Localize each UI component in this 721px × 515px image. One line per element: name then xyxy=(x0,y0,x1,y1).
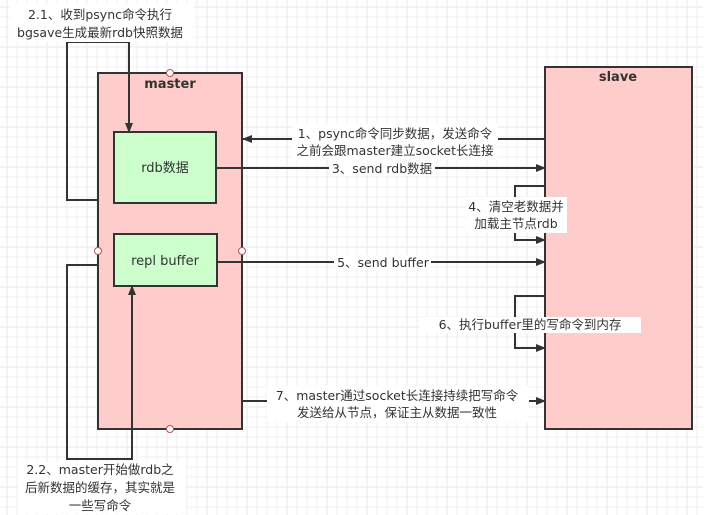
edge-2-2-label-line2: 后新数据的缓存，其实就是 xyxy=(25,480,176,495)
master-port-left xyxy=(94,247,102,255)
edge-2-1-label-line1: 2.1、收到psync命令执行 xyxy=(28,7,172,22)
edge-2-1-label-bg xyxy=(10,4,194,42)
edge-7-label-bg xyxy=(267,386,529,422)
repl-buffer-label: repl buffer xyxy=(131,254,199,269)
edge-6-label-bg xyxy=(419,317,641,333)
rdb-data-node[interactable] xyxy=(113,131,217,204)
edge-5-label-bg xyxy=(334,255,431,270)
edge-1-label-line1: 1、psync命令同步数据，发送命令 xyxy=(298,126,493,141)
slave-label: slave xyxy=(599,70,637,85)
edge-1-label-line2: 之前会跟master建立socket长连接 xyxy=(297,143,494,158)
edge-6-label: 6、执行buffer里的写命令到内存 xyxy=(439,317,622,332)
master-port-top xyxy=(166,69,174,77)
edge-4-label-line2: 加载主节点rdb xyxy=(474,216,557,231)
repl-buffer-node[interactable] xyxy=(113,233,218,287)
edge-7-label-line2: 发送给从节点，保证主从数据一致性 xyxy=(297,405,497,420)
rdb-data-label: rdb数据 xyxy=(141,161,189,176)
edge-2-2-loop[interactable] xyxy=(66,264,136,460)
edge-5-label: 5、send buffer xyxy=(337,255,430,270)
master-port-right xyxy=(238,247,246,255)
slave-node[interactable] xyxy=(544,66,693,430)
edge-4-label-line1: 4、清空老数据并 xyxy=(468,199,563,214)
master-port-bottom xyxy=(166,425,174,433)
edge-2-2-label-line3: 一些写命令 xyxy=(69,498,132,513)
edge-2-1-label-line2: bgsave生成最新rdb快照数据 xyxy=(17,25,183,40)
edge-3-label: 3、send rdb数据 xyxy=(332,161,432,176)
edge-4-label-bg xyxy=(466,197,567,233)
edge-1-label-bg xyxy=(292,124,498,160)
master-label: master xyxy=(144,77,196,92)
edge-2-2-label-line1: 2.2、master开始做rdb之 xyxy=(26,462,174,477)
edge-7-label-line1: 7、master通过socket长连接持续把写命令 xyxy=(276,388,519,403)
edge-3-label-bg xyxy=(329,161,435,176)
edge-2-2-label-bg xyxy=(18,462,186,514)
